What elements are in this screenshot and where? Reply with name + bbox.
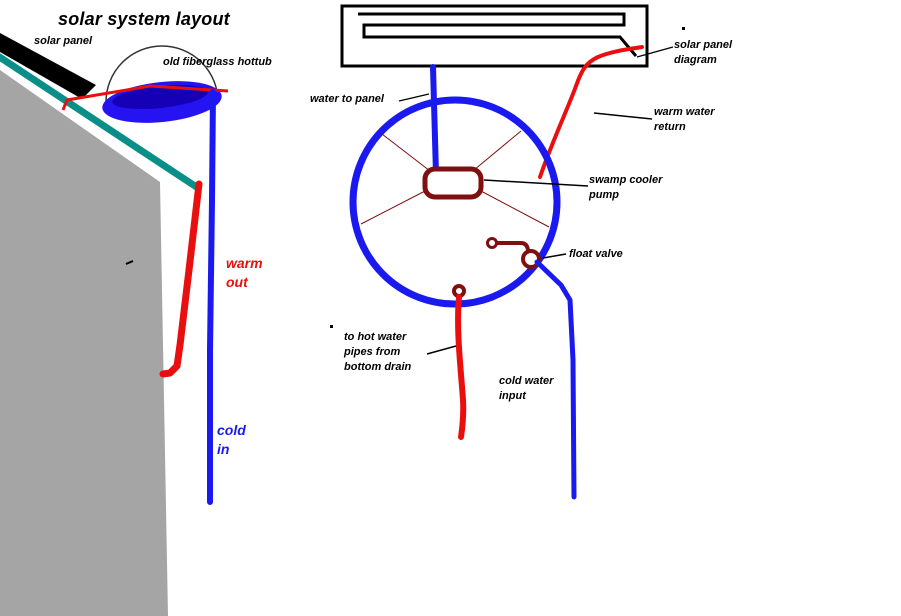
float-valve-inlet <box>486 237 498 249</box>
label-hottub: old fiberglass hottub <box>163 56 272 68</box>
label-cold-in: cold in <box>217 422 246 457</box>
label-warm-water-return: warm water return <box>654 106 715 133</box>
pump-spoke <box>381 133 431 172</box>
leader-water-to-panel <box>398 93 430 102</box>
diagram-title: solar system layout <box>58 9 230 29</box>
solar-panel-shape <box>0 33 96 99</box>
leader-bottom-drain <box>426 345 457 355</box>
label-solar-panel: solar panel <box>34 35 93 47</box>
leader-warm-return <box>593 112 653 120</box>
swamp-cooler-tub <box>349 96 561 308</box>
hottub-water-surface <box>112 84 208 110</box>
label-float-valve: float valve <box>569 248 623 260</box>
bottom-drain-pipe <box>455 294 467 440</box>
pump-spoke <box>478 189 550 228</box>
label-warm-out: warm out <box>226 255 263 290</box>
stray-mark <box>125 260 134 265</box>
label-bottom-drain: to hot water pipes from bottom drain <box>344 331 412 373</box>
roof-line <box>0 53 200 191</box>
label-cold-water-input: cold water input <box>499 375 554 402</box>
label-water-to-panel: water to panel <box>310 93 384 105</box>
stray-mark <box>682 27 685 30</box>
warm-water-return-pipe <box>538 45 644 179</box>
house-wall <box>0 70 168 616</box>
pump-spoke <box>360 189 428 225</box>
cold-in-pipe <box>207 89 216 505</box>
cold-water-input-pipe <box>534 259 577 500</box>
label-swamp-cooler-pump: swamp cooler pump <box>589 174 663 201</box>
stray-mark <box>330 325 333 328</box>
leader-pump <box>483 179 589 187</box>
swamp-cooler-pump <box>422 166 484 200</box>
leader-float-valve <box>542 253 567 259</box>
hottub-to-panel-pipe <box>61 84 229 111</box>
leader-panel-diagram <box>636 46 674 58</box>
warm-out-pipe <box>159 180 203 378</box>
pump-spoke <box>473 130 522 171</box>
label-panel-diagram: solar panel diagram <box>674 39 733 66</box>
panel-diagram-coil <box>358 12 638 57</box>
water-to-panel-pipe <box>430 64 439 177</box>
